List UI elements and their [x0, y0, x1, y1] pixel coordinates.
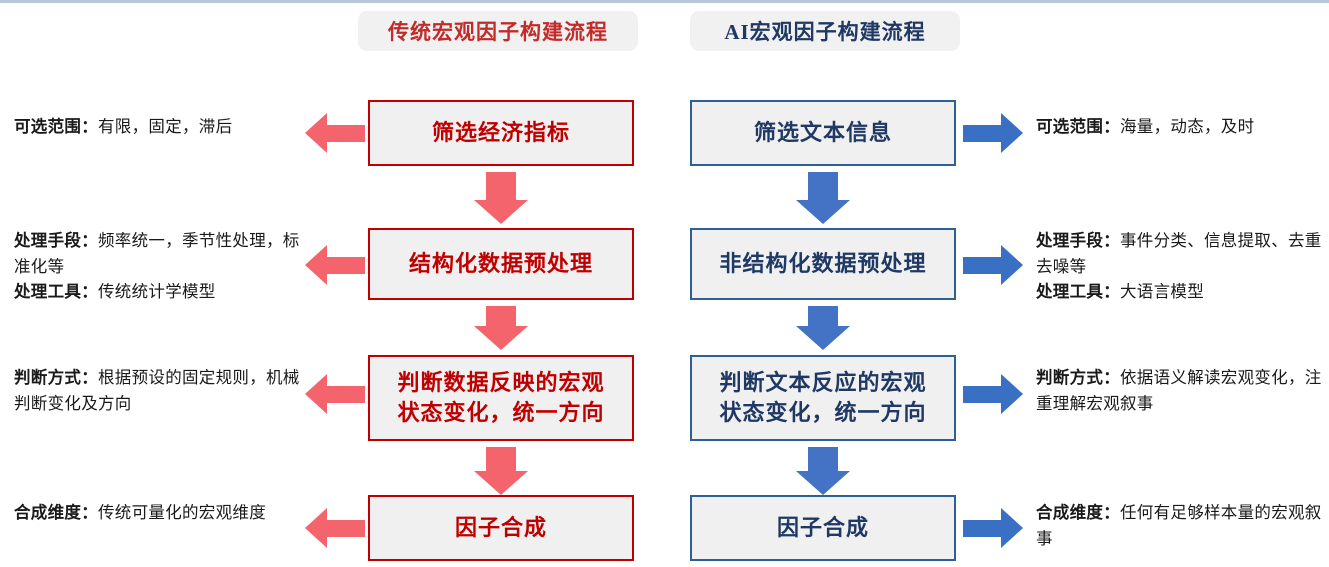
right-arrow-icon	[963, 374, 1023, 414]
note-ai-1: 可选范围：海量，动态，及时	[1036, 117, 1255, 136]
note-ai-4: 合成维度：任何有足够样本量的宏观叙事	[1036, 503, 1322, 548]
down-arrow-icon	[474, 447, 528, 495]
note-traditional-2: 处理手段：频率统一，季节性处理，标准化等处理工具：传统统计学模型	[14, 231, 300, 302]
down-arrow-icon	[474, 306, 528, 350]
flow-box-traditional-4: 因子合成	[368, 495, 634, 561]
header-badge-traditional: 传统宏观因子构建流程	[358, 11, 638, 51]
down-arrow-icon	[796, 447, 850, 495]
flow-box-traditional-3: 判断数据反映的宏观状态变化，统一方向	[368, 355, 634, 441]
right-arrow-icon	[963, 245, 1023, 285]
right-arrow-icon	[963, 113, 1023, 153]
right-arrow-icon	[963, 508, 1023, 548]
note-traditional-4: 合成维度：传统可量化的宏观维度	[14, 503, 266, 522]
note-ai-3: 判断方式：依据语义解读宏观变化，注重理解宏观叙事	[1036, 368, 1322, 413]
flow-box-ai-3: 判断文本反应的宏观状态变化，统一方向	[690, 355, 956, 441]
down-arrow-icon	[796, 306, 850, 350]
down-arrow-icon	[796, 172, 850, 224]
top-divider	[0, 0, 1329, 3]
flow-box-ai-4: 因子合成	[690, 495, 956, 561]
down-arrow-icon	[474, 172, 528, 224]
header-badge-ai: AI宏观因子构建流程	[690, 11, 960, 51]
flow-box-traditional-2: 结构化数据预处理	[368, 228, 634, 300]
left-arrow-icon	[305, 245, 365, 285]
flow-box-ai-2: 非结构化数据预处理	[690, 228, 956, 300]
left-arrow-icon	[305, 508, 365, 548]
note-traditional-3: 判断方式：根据预设的固定规则，机械判断变化及方向	[14, 368, 300, 413]
flow-box-ai-1: 筛选文本信息	[690, 100, 956, 166]
left-arrow-icon	[305, 113, 365, 153]
left-arrow-icon	[305, 374, 365, 414]
flow-box-traditional-1: 筛选经济指标	[368, 100, 634, 166]
note-ai-2: 处理手段：事件分类、信息提取、去重去噪等处理工具：大语言模型	[1036, 231, 1322, 302]
note-traditional-1: 可选范围：有限，固定，滞后	[14, 117, 233, 136]
